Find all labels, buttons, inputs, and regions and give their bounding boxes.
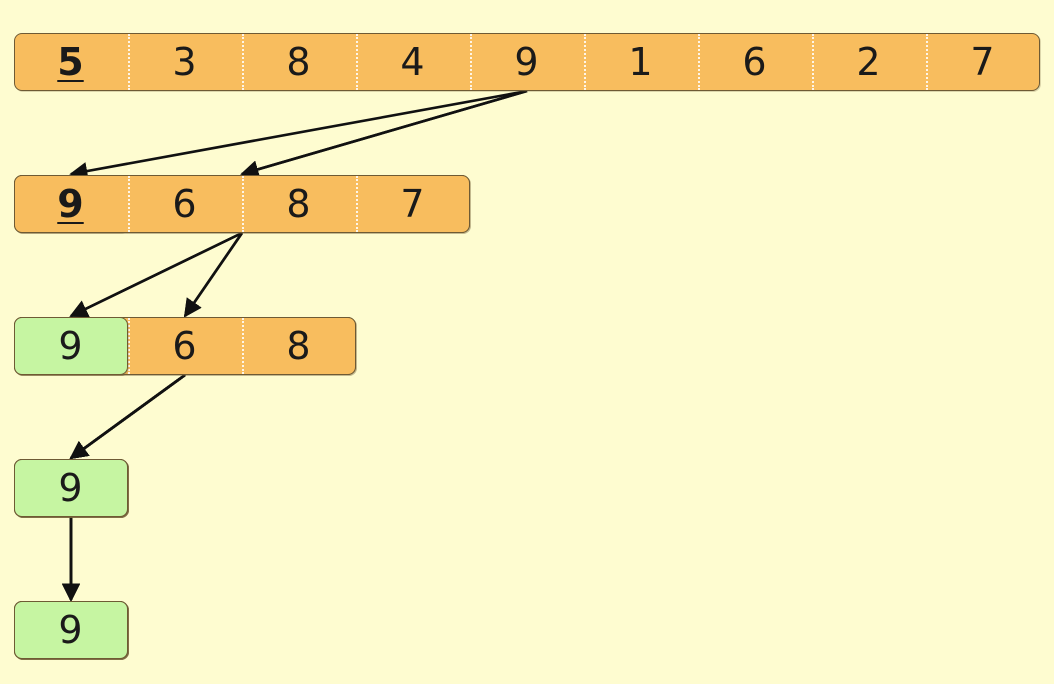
array-value: 8 bbox=[286, 181, 311, 226]
partition-arrow bbox=[69, 373, 186, 460]
partition-arrow bbox=[240, 89, 528, 179]
cell-divider bbox=[127, 34, 130, 90]
cell-divider bbox=[241, 318, 244, 374]
sorted-segment: 9 bbox=[14, 317, 128, 375]
array-value: 1 bbox=[628, 39, 653, 84]
array-value: 9 bbox=[58, 323, 83, 368]
unsorted-segment: 5 3 8 4 9 1 6 2 7 bbox=[14, 33, 1040, 91]
cell-divider bbox=[127, 318, 130, 374]
array-value: 9 bbox=[514, 39, 539, 84]
array-value: 2 bbox=[856, 39, 881, 84]
cell-divider bbox=[241, 176, 244, 232]
array-value: 9 bbox=[58, 465, 83, 510]
array-value: 6 bbox=[742, 39, 767, 84]
sorted-segment: 9 bbox=[14, 459, 128, 517]
array-value: 3 bbox=[172, 39, 197, 84]
cell-divider bbox=[355, 34, 358, 90]
cell-divider bbox=[127, 176, 130, 232]
unsorted-segment: 9 6 8 7 bbox=[14, 175, 470, 233]
array-value: 8 bbox=[286, 39, 311, 84]
cell-divider bbox=[583, 34, 586, 90]
array-value: 7 bbox=[970, 39, 995, 84]
array-value: 8 bbox=[286, 323, 311, 368]
cell-divider bbox=[697, 34, 700, 90]
cell-divider bbox=[925, 34, 928, 90]
cell-divider bbox=[469, 34, 472, 90]
cell-divider bbox=[241, 34, 244, 90]
partition-arrow bbox=[69, 89, 528, 181]
array-value: 6 bbox=[172, 181, 197, 226]
array-value: 6 bbox=[172, 323, 197, 368]
array-value: 4 bbox=[400, 39, 425, 84]
cell-divider bbox=[355, 176, 358, 232]
pivot-value: 5 bbox=[57, 39, 84, 84]
cell-divider bbox=[811, 34, 814, 90]
sorted-segment: 9 bbox=[14, 601, 128, 659]
array-value: 7 bbox=[400, 181, 425, 226]
partition-arrow bbox=[69, 231, 243, 318]
array-value: 9 bbox=[58, 607, 83, 652]
partition-arrow bbox=[183, 232, 244, 318]
pivot-value: 9 bbox=[57, 181, 84, 226]
